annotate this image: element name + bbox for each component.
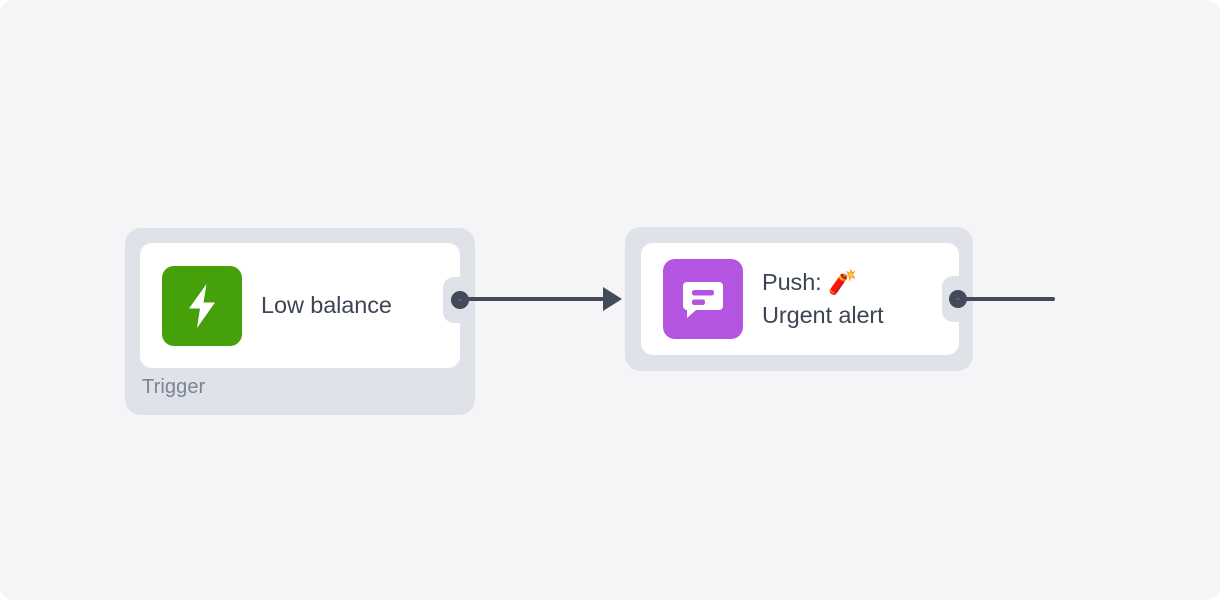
- edge-trigger-to-push-arrowhead: [603, 287, 622, 311]
- node-card-push-urgent-alert[interactable]: Push: 🧨 Urgent alert: [641, 243, 959, 355]
- chat-bubble-icon: [663, 259, 743, 339]
- edge-trigger-to-push-line: [465, 297, 605, 301]
- node-card-low-balance[interactable]: Low balance: [140, 243, 460, 368]
- edge-push-to-next-line: [963, 297, 1055, 301]
- node-group-label-trigger: Trigger: [142, 376, 206, 398]
- lightning-bolt-icon: [162, 265, 242, 346]
- output-port[interactable]: [949, 290, 967, 308]
- node-group-push-urgent-alert[interactable]: Push: 🧨 Urgent alert: [625, 227, 973, 371]
- node-group-trigger-low-balance[interactable]: Low balance Trigger: [125, 228, 475, 415]
- node-title-push-urgent-alert: Push: 🧨 Urgent alert: [762, 269, 884, 328]
- node-title-low-balance: Low balance: [261, 292, 392, 318]
- output-port[interactable]: [451, 291, 469, 309]
